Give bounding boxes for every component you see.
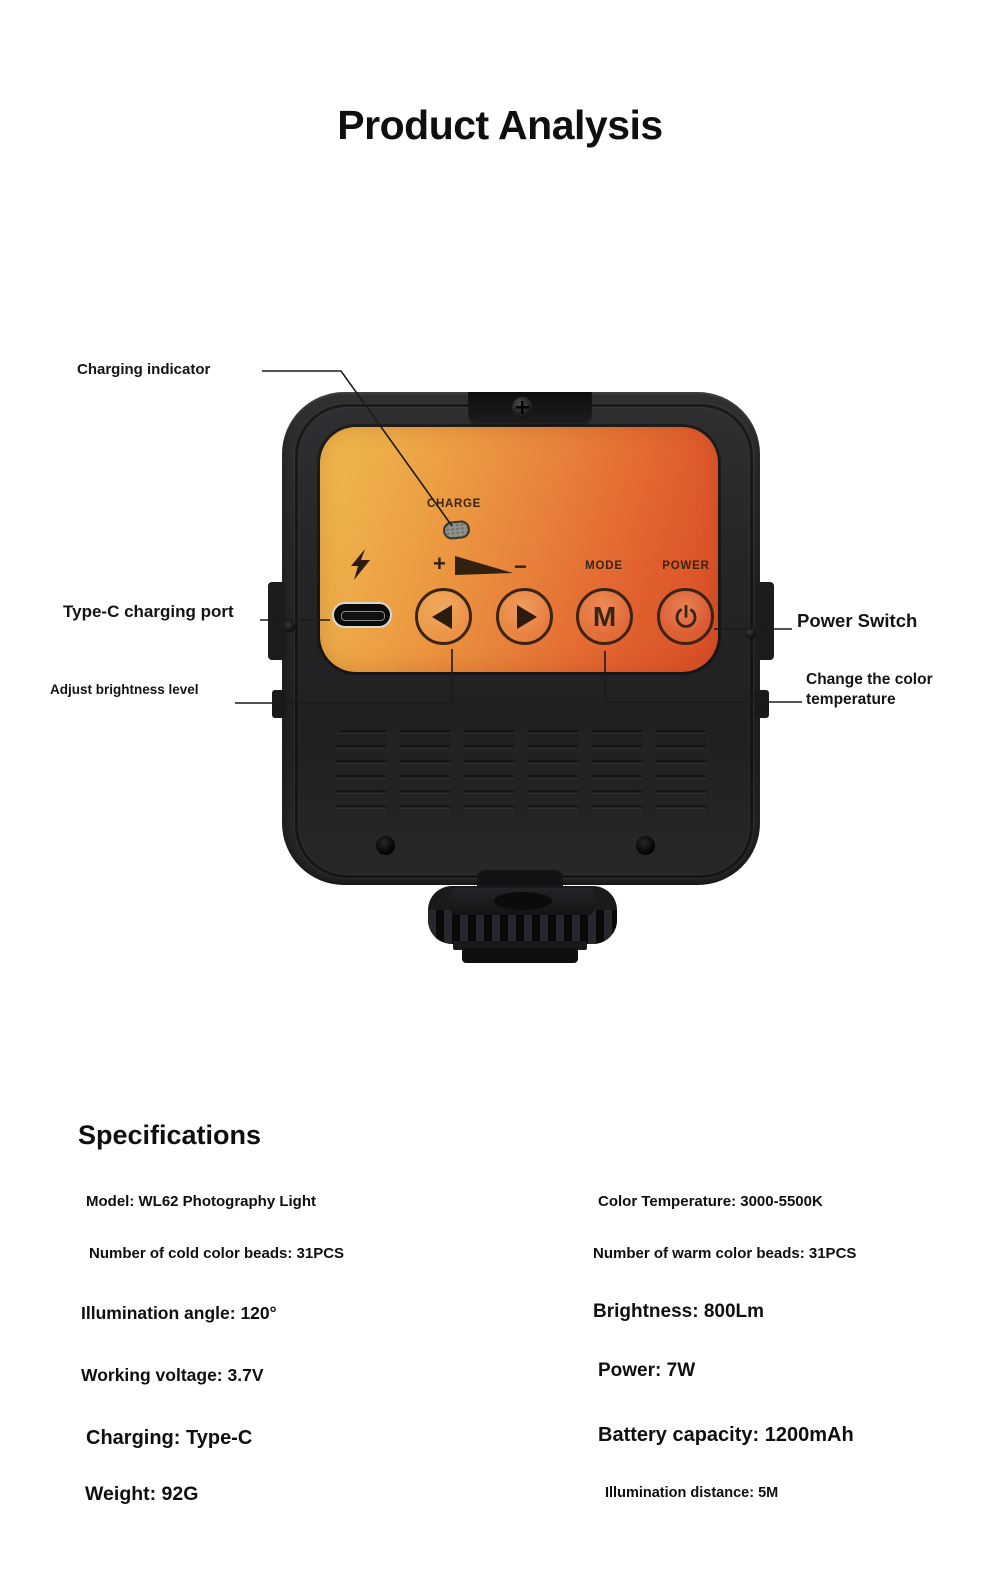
mount-locking-wheel xyxy=(428,886,617,944)
type-c-port-slot xyxy=(341,611,385,621)
spec-item-cold-beads: Number of cold color beads: 31PCS xyxy=(89,1245,345,1262)
spec-item-model: Model: WL62 Photography Light xyxy=(86,1193,316,1210)
spec-item-power: Power: 7W xyxy=(598,1360,696,1381)
wheel-teeth xyxy=(428,910,617,944)
callout-charging-indicator: Charging indicator xyxy=(77,361,211,378)
spec-item-warm-beads: Number of warm color beads: 31PCS xyxy=(593,1245,857,1262)
side-tab-right xyxy=(756,582,774,660)
callout-power-switch: Power Switch xyxy=(797,610,918,631)
mode-button: M xyxy=(576,588,633,645)
side-screw-left-icon xyxy=(284,621,295,632)
specs-heading: Specifications xyxy=(78,1120,262,1150)
callout-adjust-brightness: Adjust brightness level xyxy=(50,682,199,697)
spec-item-illumination-distance: Illumination distance: 5M xyxy=(605,1485,779,1501)
brightness-plus-symbol: + xyxy=(433,551,446,576)
callout-type-c-port: Type-C charging port xyxy=(63,602,234,621)
brightness-wedge-icon xyxy=(455,556,513,575)
left-arrow-icon xyxy=(431,604,452,629)
power-button xyxy=(657,588,714,645)
side-tab-left-lower xyxy=(272,690,286,718)
spec-item-working-voltage: Working voltage: 3.7V xyxy=(81,1365,264,1385)
bottom-hole-right xyxy=(636,836,655,855)
mode-button-letter: M xyxy=(592,600,617,632)
power-label: POWER xyxy=(662,560,710,572)
bottom-hole-left xyxy=(376,836,395,855)
vent-texture xyxy=(336,730,710,818)
callout-color-temperature: Change the color temperature xyxy=(806,671,933,708)
page-title: Product Analysis xyxy=(337,102,663,148)
lightning-bolt-icon xyxy=(351,549,370,580)
spec-item-battery-capacity: Battery capacity: 1200mAh xyxy=(598,1424,854,1446)
power-icon xyxy=(675,604,696,628)
brightness-down-button xyxy=(415,588,472,645)
spec-item-color-temperature: Color Temperature: 3000-5500K xyxy=(598,1193,823,1210)
spec-item-brightness: Brightness: 800Lm xyxy=(593,1301,765,1322)
mode-label: MODE xyxy=(585,560,623,572)
side-tab-left xyxy=(268,582,286,660)
wheel-center xyxy=(493,892,552,910)
spec-item-weight: Weight: 92G xyxy=(85,1483,199,1505)
side-tab-right-lower xyxy=(755,690,769,718)
type-c-port xyxy=(332,602,392,628)
shoe-foot xyxy=(462,948,578,963)
right-arrow-icon xyxy=(516,604,537,629)
brightness-up-button xyxy=(496,588,553,645)
brightness-minus-symbol: − xyxy=(514,554,527,579)
top-screw-icon xyxy=(512,397,533,418)
side-screw-right-icon xyxy=(745,628,756,639)
charge-label: CHARGE xyxy=(427,498,482,510)
spec-item-illumination-angle: Illumination angle: 120° xyxy=(81,1303,277,1323)
spec-item-charging: Charging: Type-C xyxy=(86,1427,253,1449)
shoe-foot-flange xyxy=(453,941,587,950)
